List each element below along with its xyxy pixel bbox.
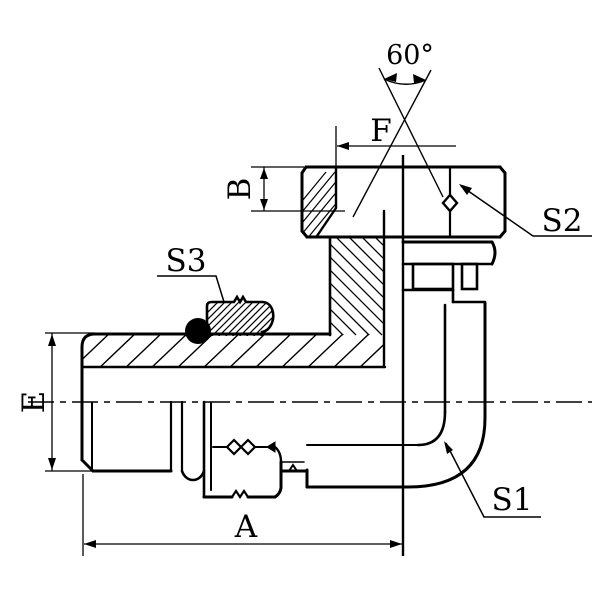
leader-S1 [445,442,541,518]
cone-angle-construction-lines [352,67,444,218]
dim-E-arrow-top [48,334,56,346]
male-body-outline [80,332,410,499]
cone-arc-arrow-right [413,74,426,83]
dim-A-arrow-right [390,540,402,548]
part-label-s3: S3 [166,243,207,279]
dim-label-b: B [222,178,258,201]
o-ring-seal [185,318,211,344]
dim-label-60deg: 60° [386,40,434,71]
dim-label-f: F [370,113,392,149]
dim-B-arrow-top [260,168,268,179]
part-label-s1: S1 [492,482,533,518]
leader-S1-arrow [444,441,453,454]
leader-S2 [460,185,592,237]
locknut-outline [205,294,275,336]
leader-S2-arrow [459,184,472,195]
dim-label-a: A [234,509,258,545]
dim-F-arrow [337,142,349,150]
dim-B-arrow-bottom [260,199,268,210]
dim-F [335,126,456,168]
dim-label-e: E [16,391,52,414]
leader-S3 [157,275,225,303]
elbow-bend-outline [306,288,487,489]
dim-A-arrow-left [84,540,96,548]
dim-A [82,474,402,556]
dim-E-arrow-bottom [48,458,56,470]
swivel-nut-wall-hatching [303,171,336,236]
part-label-s2: S2 [542,203,583,239]
swivel-nut-skirt [401,240,497,291]
dim-E [45,332,95,472]
hex-flat-marks [225,438,276,456]
body-section-hatching [82,334,385,368]
nut-corner-chamfer-mark [441,193,459,213]
stem-section-hatching [330,237,383,336]
cone-arc-arrow-left [384,73,397,82]
